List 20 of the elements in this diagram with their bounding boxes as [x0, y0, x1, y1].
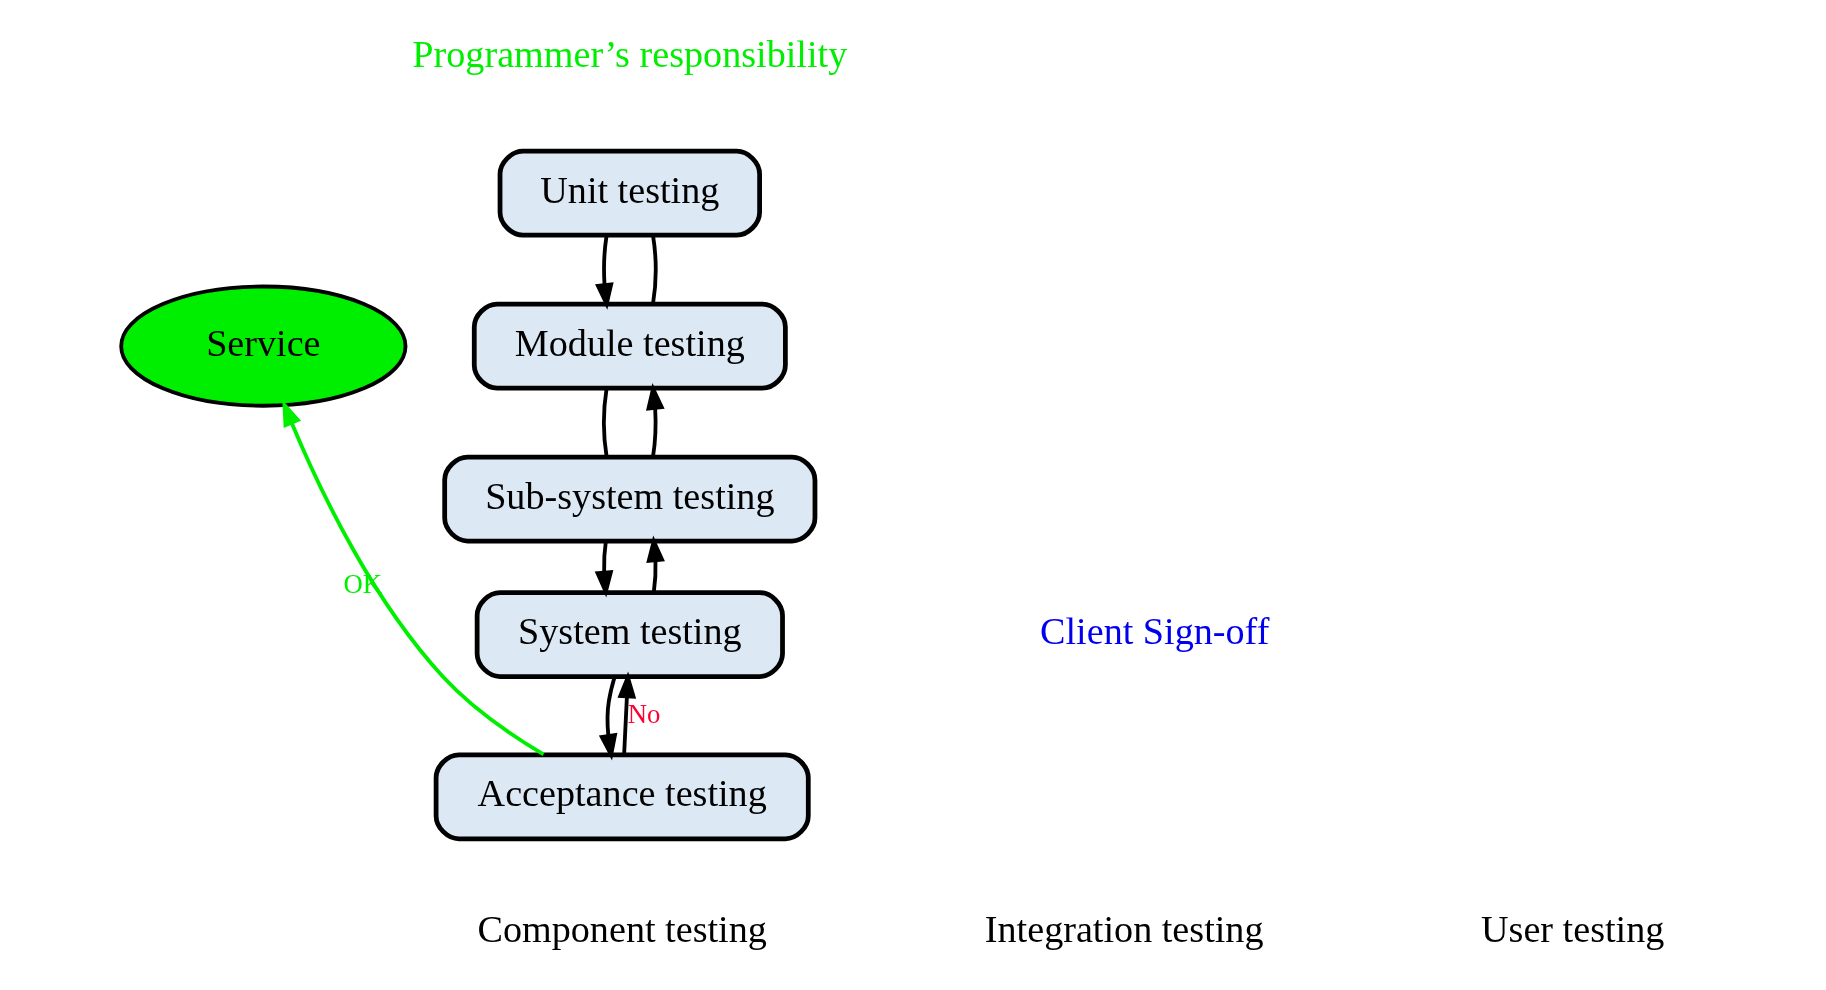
arrow: [645, 383, 665, 458]
node-box: Acceptance testing: [433, 752, 811, 842]
arrow: [594, 540, 613, 598]
label: User testing: [1480, 907, 1664, 950]
arrow: [616, 671, 636, 755]
edge-label: No: [627, 698, 660, 729]
node-box: Unit testing: [497, 148, 762, 238]
label: Component testing: [477, 907, 767, 950]
arrow: [594, 235, 614, 310]
node-box: Sub-system testing: [441, 454, 817, 544]
arrow: [645, 535, 665, 592]
connector: [601, 388, 609, 458]
arrow: [598, 676, 617, 761]
label: Client Sign-off: [1039, 610, 1269, 653]
connector: [650, 235, 657, 305]
node-box: Module testing: [471, 301, 788, 391]
node-box: System testing: [474, 590, 785, 679]
node-ellipse: Service: [118, 284, 407, 408]
label: Integration testing: [984, 907, 1264, 950]
label: Programmer’s responsibility: [411, 33, 847, 76]
